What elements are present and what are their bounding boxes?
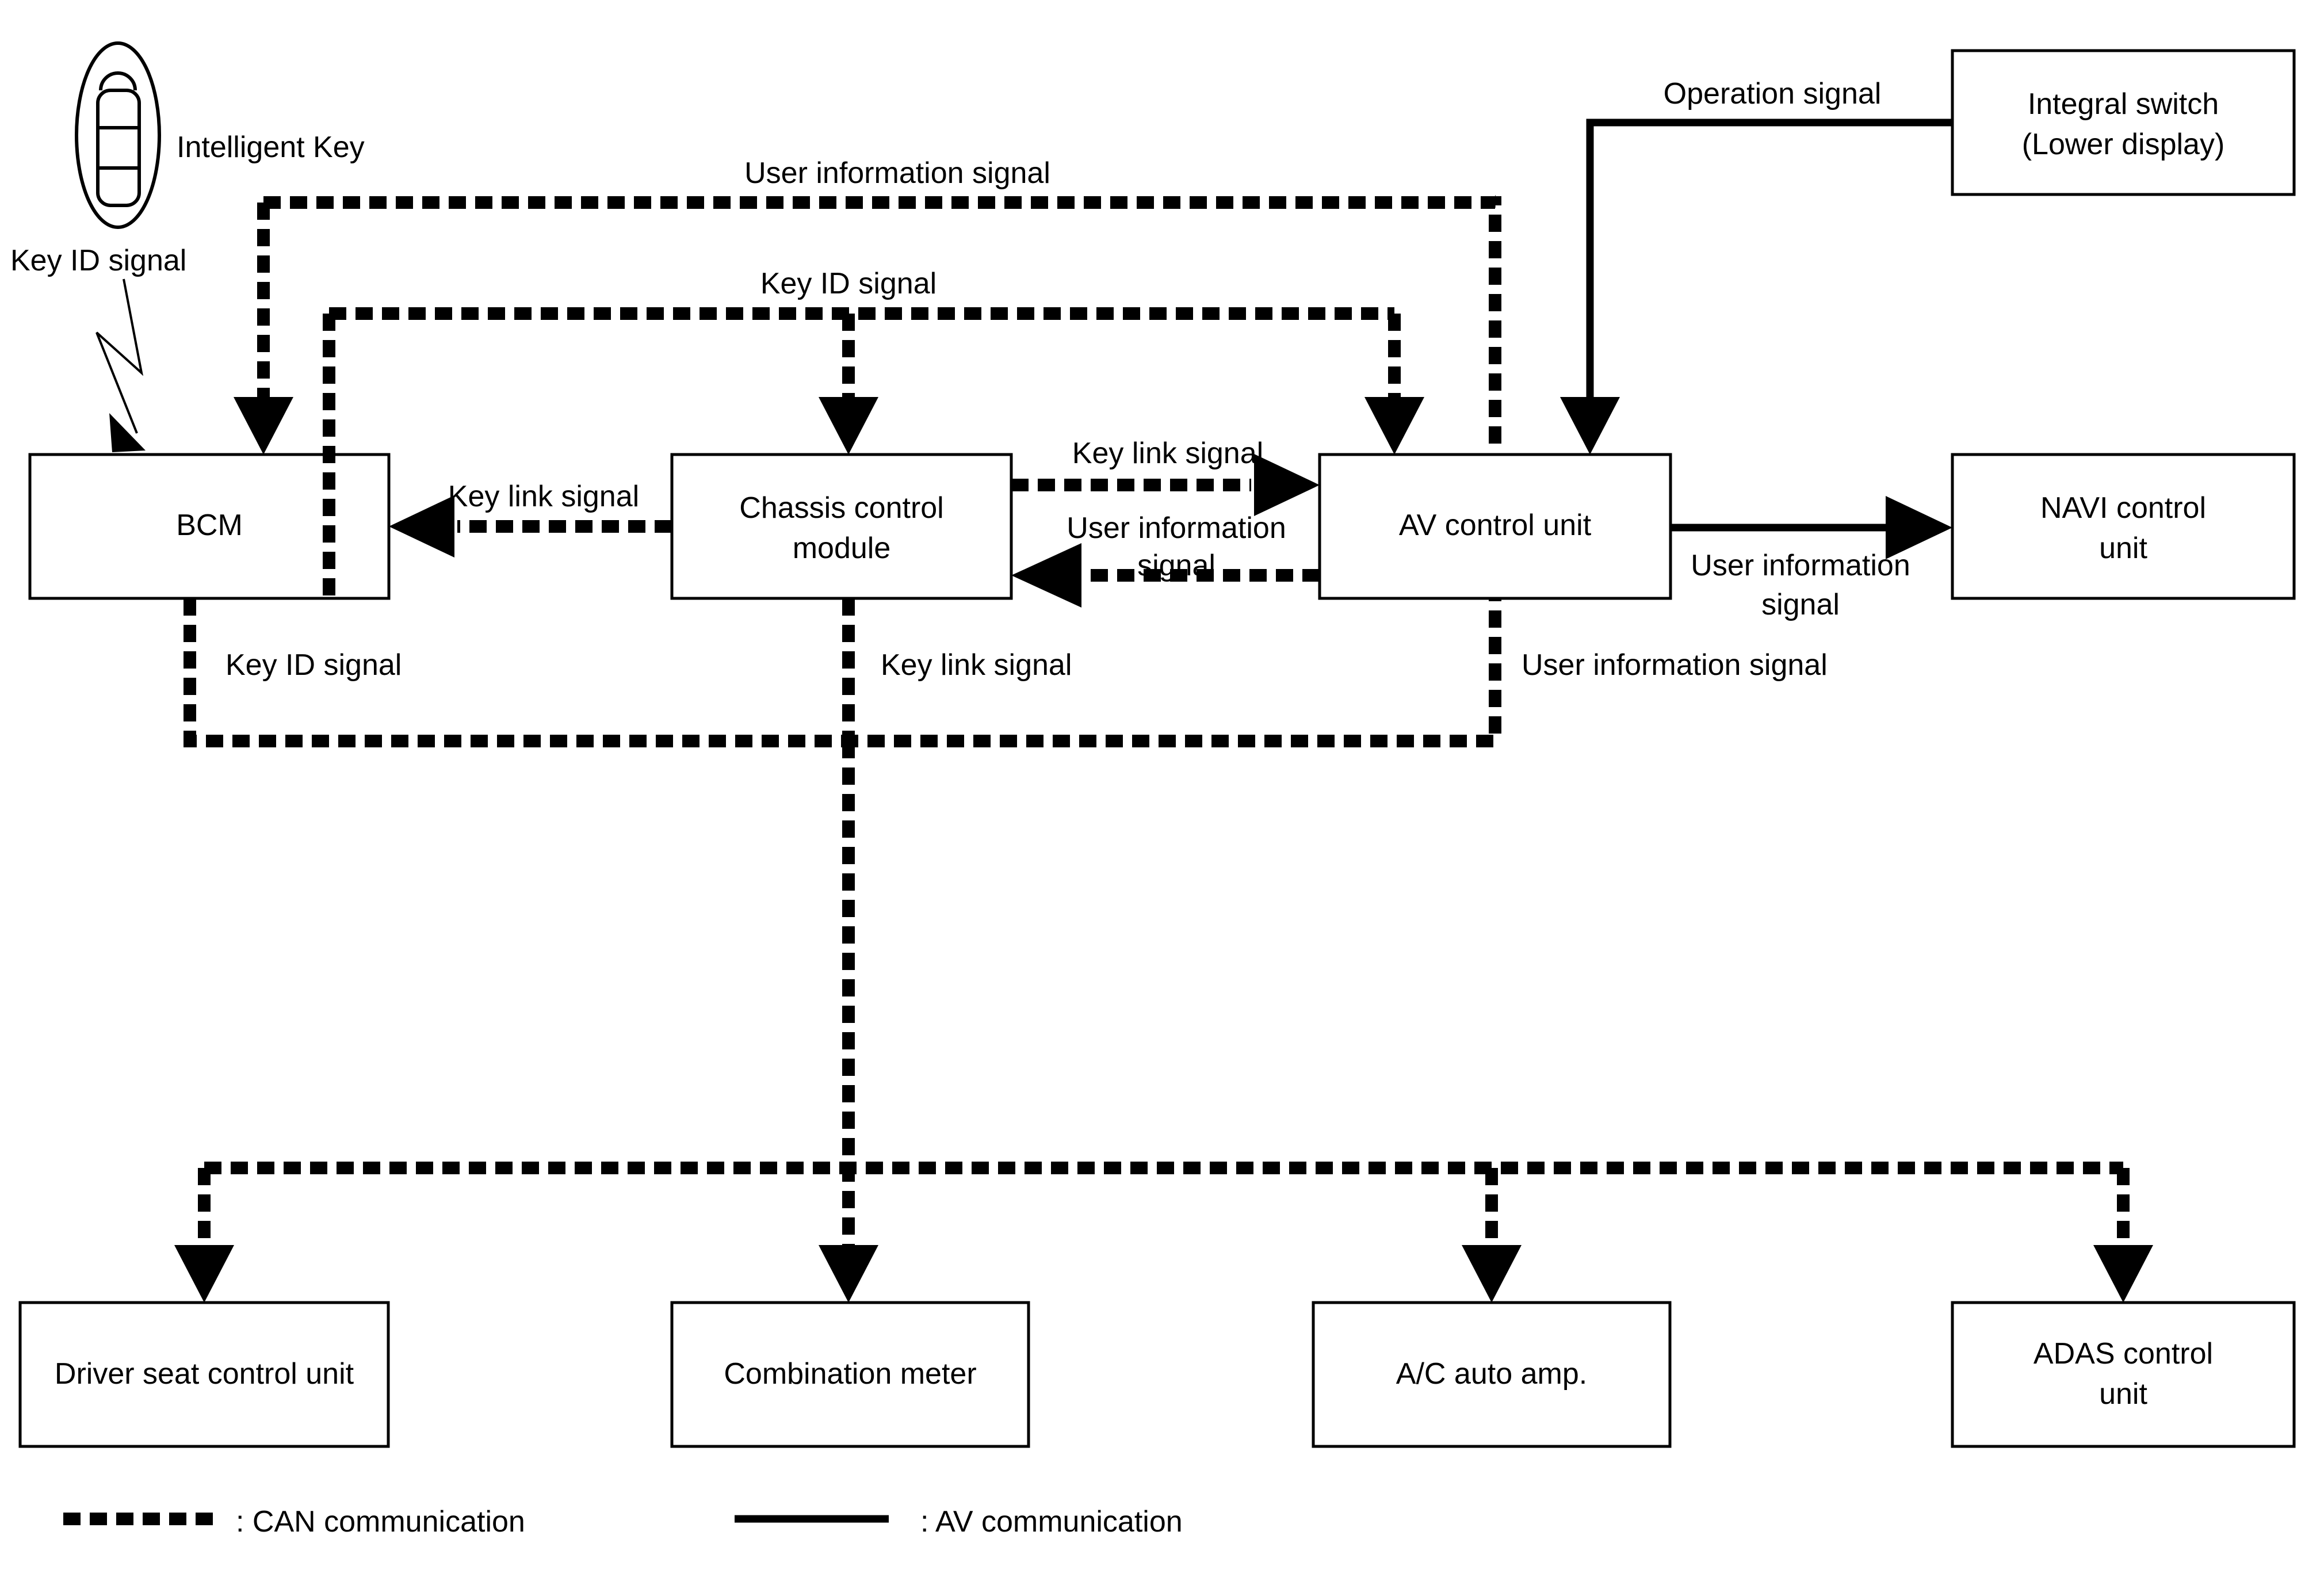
- path-key-link-signal-ccm-to-av: [1011, 454, 1320, 516]
- box-integral-switch-label-line2: (Lower display): [2022, 128, 2225, 161]
- box-adas-control-unit[interactable]: [1951, 1301, 2296, 1448]
- user-information-signal-top-label: User information signal: [744, 156, 1050, 190]
- box-ac-auto-amp-label: A/C auto amp.: [1396, 1357, 1587, 1391]
- box-chassis-control-module-label-line2: module: [793, 532, 891, 565]
- user-information-signal-av-down-label: User information signal: [1522, 648, 1828, 682]
- box-adas-control-unit-label-line1: ADAS control: [2033, 1337, 2213, 1370]
- user-information-signal-av-to-navi-label-line1: User information: [1691, 549, 1910, 582]
- box-bcm-label: BCM: [176, 509, 243, 542]
- box-av-control-unit-label: AV control unit: [1399, 509, 1592, 542]
- path-key-link-signal-ccm-to-bcm: [389, 495, 672, 558]
- box-adas-control-unit-label-line2: unit: [2099, 1377, 2147, 1411]
- box-navi-control-unit[interactable]: [1951, 453, 2296, 600]
- legend-av-label: : AV communication: [920, 1505, 1183, 1538]
- user-information-signal-av-to-ccm-label-line1: User information: [1067, 511, 1286, 545]
- box-chassis-control-module[interactable]: [670, 453, 1013, 600]
- path-key-id-signal-bcm-to-ccm-av: [323, 307, 1424, 597]
- user-information-signal-av-to-navi-label-line2: signal: [1761, 588, 1840, 621]
- box-av-control-unit[interactable]: [1318, 453, 1672, 600]
- box-driver-seat-control-unit[interactable]: [18, 1301, 390, 1448]
- box-chassis-control-module-label-line1: Chassis control: [739, 491, 943, 525]
- box-navi-control-unit-label-line2: unit: [2099, 532, 2147, 565]
- legend-can-label: : CAN communication: [236, 1505, 525, 1538]
- box-combination-meter-label: Combination meter: [724, 1357, 976, 1391]
- intelligent-key-label: Intelligent Key: [177, 131, 365, 164]
- box-ac-auto-amp[interactable]: [1312, 1301, 1672, 1448]
- box-integral-switch[interactable]: [1951, 49, 2296, 196]
- path-ccm-vertical-to-bottom-bus: [819, 741, 878, 1303]
- box-integral-switch-label-line1: Integral switch: [2028, 87, 2219, 121]
- path-user-information-signal-av-to-ccm: [1011, 543, 1320, 608]
- path-user-information-signal-av-to-navi: [1671, 496, 1952, 559]
- intelligent-key-icon: [75, 41, 161, 229]
- path-operation-signal-integral-switch-to-av: [1560, 119, 1952, 455]
- path-bottom-can-bus: [174, 1162, 2153, 1303]
- key-id-signal-rf-label: Key ID signal: [10, 244, 186, 277]
- path-user-information-signal-av-to-bcm: [234, 196, 1501, 455]
- key-link-signal-ccm-to-av-label: Key link signal: [1072, 437, 1263, 470]
- box-driver-seat-control-unit-label: Driver seat control unit: [55, 1357, 354, 1391]
- box-combination-meter[interactable]: [670, 1301, 1030, 1448]
- key-id-rf-lightning-arrow: [95, 278, 146, 452]
- key-link-signal-ccm-to-bcm-label: Key link signal: [448, 480, 639, 513]
- user-information-signal-av-to-ccm-label-line2: signal: [1137, 549, 1215, 582]
- legend: : CAN communication : AV communication: [63, 1505, 1183, 1538]
- key-id-signal-bcm-down-label: Key ID signal: [225, 648, 402, 682]
- operation-signal-label: Operation signal: [1664, 77, 1882, 110]
- box-navi-control-unit-label-line1: NAVI control: [2040, 491, 2206, 525]
- key-link-signal-ccm-down-label: Key link signal: [881, 648, 1072, 682]
- key-id-signal-top-label: Key ID signal: [760, 267, 937, 300]
